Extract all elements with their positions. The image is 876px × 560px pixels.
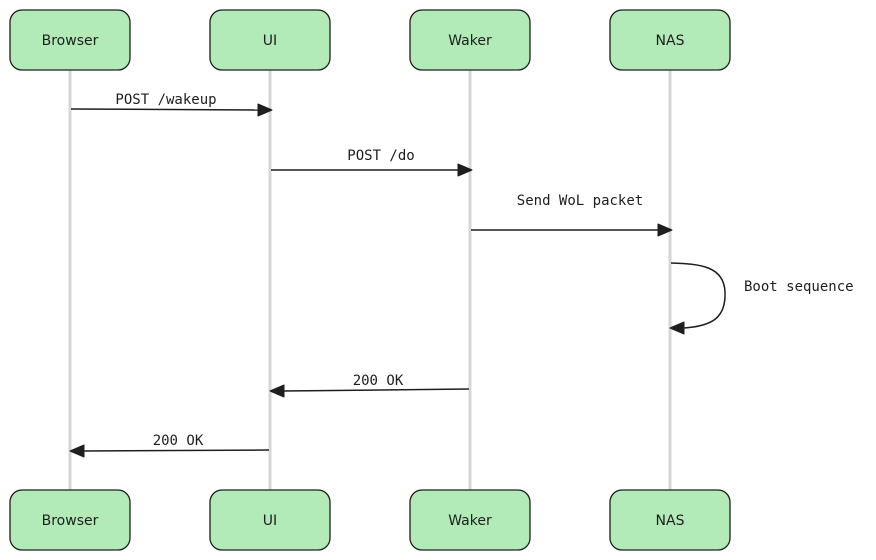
actor-label: NAS bbox=[656, 513, 685, 529]
message-post-wakeup: POST /wakeup bbox=[70, 92, 273, 117]
actor-browser-bottom: Browser bbox=[9, 489, 131, 551]
actor-label: NAS bbox=[656, 33, 685, 49]
arrowhead bbox=[269, 384, 285, 398]
message-label: 200 OK bbox=[153, 433, 204, 449]
message-label: 200 OK bbox=[353, 373, 404, 389]
message-label: Send WoL packet bbox=[517, 193, 643, 209]
actor-label: Browser bbox=[42, 33, 99, 49]
arrowhead bbox=[657, 223, 673, 237]
message-label: POST /do bbox=[347, 148, 414, 164]
message-post-do: POST /do bbox=[271, 148, 473, 177]
actor-label: Browser bbox=[42, 513, 99, 529]
actor-browser-top: Browser bbox=[9, 9, 131, 71]
actor-waker-top: Waker bbox=[409, 9, 531, 71]
actor-nas-top: NAS bbox=[609, 9, 731, 71]
actor-label: UI bbox=[263, 513, 277, 529]
message-send-wol: Send WoL packet bbox=[471, 193, 673, 237]
arrowhead bbox=[69, 444, 85, 458]
message-200-ok-ui-browser: 200 OK bbox=[69, 433, 270, 458]
actor-label: Waker bbox=[448, 33, 492, 49]
actor-ui-bottom: UI bbox=[209, 489, 331, 551]
arrowhead bbox=[669, 321, 685, 335]
message-label: Boot sequence bbox=[744, 279, 854, 295]
arrowhead bbox=[457, 163, 473, 177]
actor-waker-bottom: Waker bbox=[409, 489, 531, 551]
actor-nas-bottom: NAS bbox=[609, 489, 731, 551]
actor-label: Waker bbox=[448, 513, 492, 529]
actor-ui-top: UI bbox=[209, 9, 331, 71]
arrowhead bbox=[257, 103, 273, 117]
actor-label: UI bbox=[263, 33, 277, 49]
message-200-ok-waker-ui: 200 OK bbox=[269, 373, 470, 398]
message-label: POST /wakeup bbox=[115, 92, 216, 108]
message-boot-sequence: Boot sequence bbox=[669, 262, 854, 335]
